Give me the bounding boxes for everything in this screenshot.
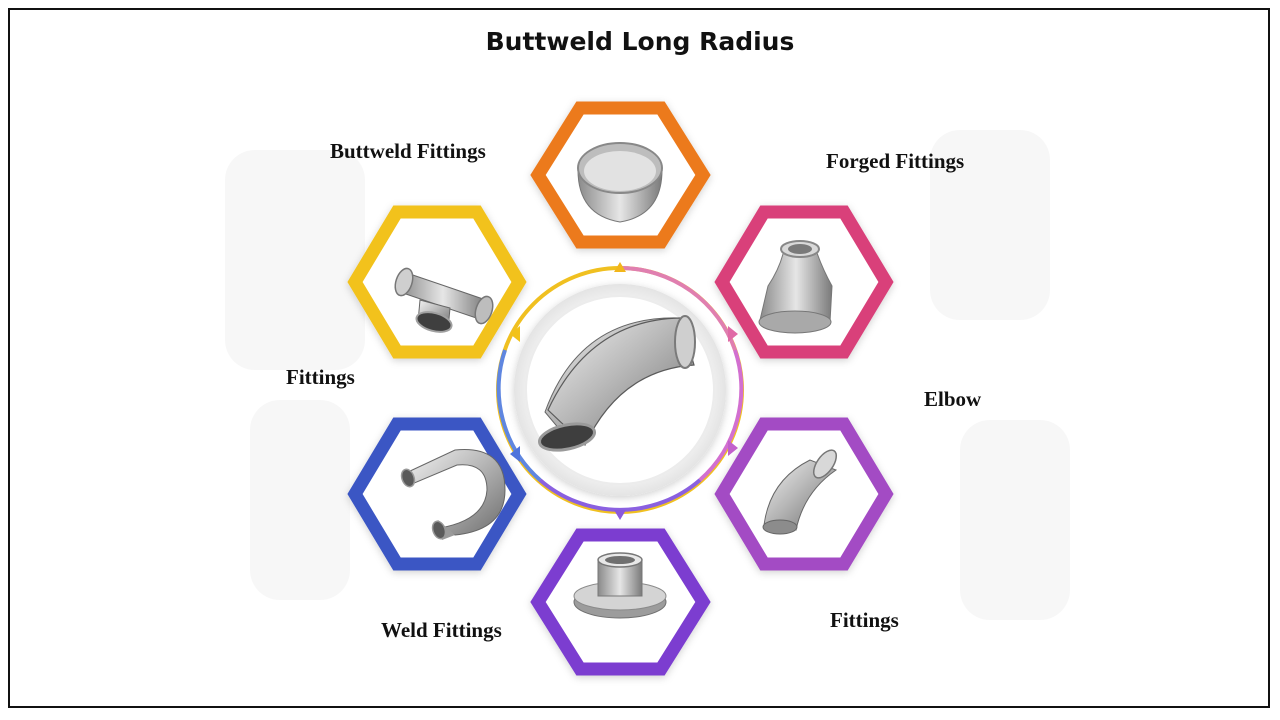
label-buttweld-fittings: Buttweld Fittings xyxy=(330,139,486,163)
label-fittings-left: Fittings xyxy=(286,365,355,389)
elbow-45-icon xyxy=(762,449,838,535)
return-bend-icon xyxy=(400,449,506,540)
label-weld-fittings: Weld Fittings xyxy=(381,618,502,642)
equal-tee-icon xyxy=(394,267,494,333)
elbow-90-icon xyxy=(537,315,696,452)
stub-end-icon xyxy=(573,552,667,619)
pipe-reducer-icon xyxy=(758,240,833,334)
label-forged-fittings: Forged Fittings xyxy=(826,149,965,173)
label-elbow: Elbow xyxy=(924,387,982,411)
pipe-cap-icon xyxy=(577,142,663,223)
diagram-title: Buttweld Long Radius xyxy=(485,27,795,56)
label-fittings-right: Fittings xyxy=(830,608,899,632)
